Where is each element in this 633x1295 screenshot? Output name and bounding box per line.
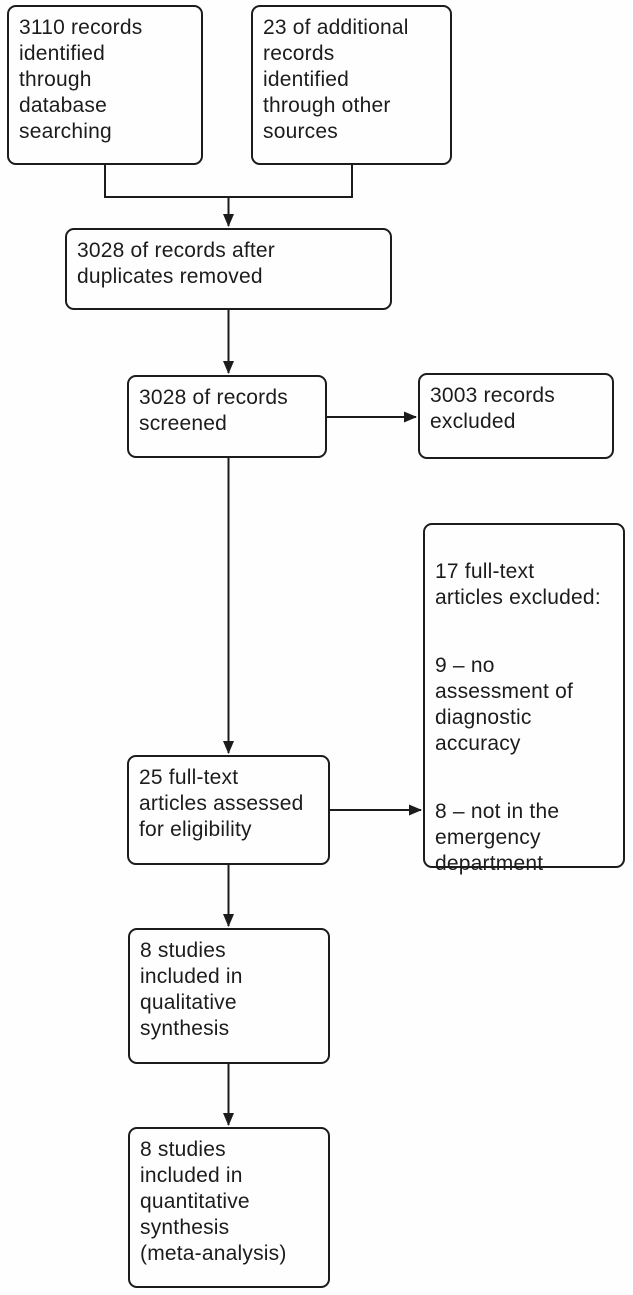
box-fulltext-articles-assessed: 25 full-text articles assessed for eligi… (127, 755, 330, 865)
box-records-screened: 3028 of records screened (127, 375, 327, 458)
fulltext-excluded-title: 17 full-text articles excluded: (435, 560, 601, 609)
connector-merge (104, 164, 353, 198)
fulltext-excluded-reason-no-assessment: 9 – no assessment of diagnostic accuracy (435, 654, 573, 755)
box-records-after-duplicates-removed: 3028 of records after duplicates removed (65, 228, 392, 310)
box-records-identified-database: 3110 records identified through database… (7, 5, 203, 165)
box-quantitative-synthesis: 8 studies included in quantitative synth… (128, 1127, 330, 1288)
box-qualitative-synthesis: 8 studies included in qualitative synthe… (128, 928, 330, 1064)
fulltext-excluded-reason-not-emergency: 8 – not in the emergency department (435, 800, 560, 875)
box-fulltext-articles-excluded: 17 full-text articles excluded: 9 – no a… (423, 523, 625, 875)
box-records-identified-other-sources: 23 of additional records identified thro… (251, 5, 452, 165)
box-records-excluded: 3003 records excluded (418, 373, 614, 459)
